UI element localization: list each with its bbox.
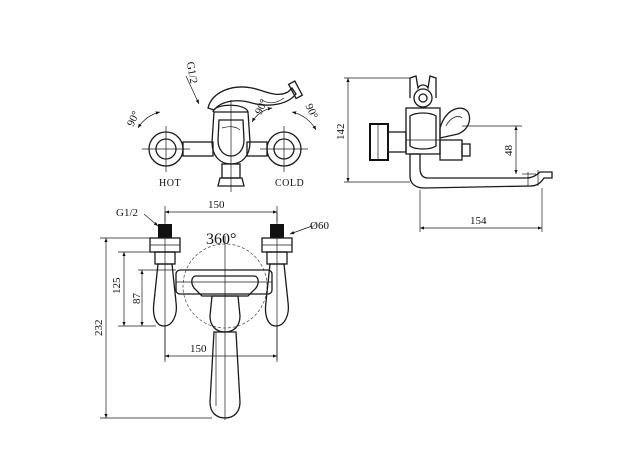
angle-center-label: 90°	[253, 97, 270, 116]
dim-side-height: 142	[335, 124, 347, 141]
cold-inlet	[246, 126, 308, 172]
rotation-circle	[182, 243, 268, 329]
lever-tip	[287, 80, 304, 100]
dim-front-inlet-height: 125	[111, 277, 123, 294]
lever-knob	[413, 88, 433, 108]
hot-label: HOT	[159, 178, 181, 189]
angle-right-label: 90°	[303, 102, 320, 121]
mixer-body-top	[211, 100, 251, 192]
dim-front-spout-height: 87	[131, 293, 143, 305]
dim-front-spacing-top: 150	[208, 199, 225, 211]
front-view: 360° G1/2 15	[93, 199, 329, 420]
spout-front	[209, 331, 241, 419]
top-view: 90° 90° 90° G1/2 HOT COLD	[125, 61, 320, 192]
cold-label: COLD	[275, 178, 304, 189]
angle-left-label: 90°	[125, 109, 142, 128]
thread-front-label: G1/2	[116, 207, 138, 219]
wall-inlet	[369, 123, 389, 161]
front-cold-inlet	[261, 224, 293, 327]
lever-handle	[207, 86, 297, 111]
dim-side-spout-length: 154	[470, 215, 487, 227]
front-hot-inlet	[149, 224, 181, 327]
dim-side-spout-height: 48	[503, 145, 515, 157]
rotation-label: 360°	[206, 231, 236, 248]
thread-top-label: G1/2	[184, 61, 200, 85]
spout-side	[409, 153, 553, 189]
diameter-label: Ø60	[310, 220, 329, 232]
hot-inlet	[142, 126, 214, 172]
dim-front-total-height: 232	[93, 320, 105, 337]
side-view: 142 48 154	[335, 75, 553, 232]
dim-front-spacing-bottom: 150	[190, 343, 207, 355]
